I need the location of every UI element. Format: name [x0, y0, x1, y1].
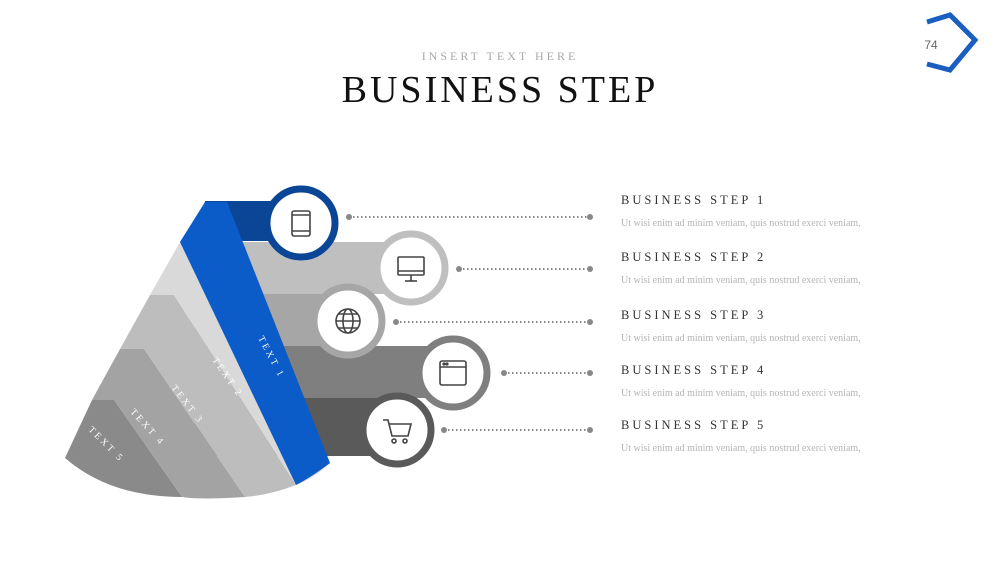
funnel-band-5 — [65, 400, 182, 497]
icon-circle-2 — [373, 230, 449, 306]
icon-circle-3 — [310, 283, 386, 359]
step-heading-1: BUSINESS STEP 1 — [621, 193, 767, 207]
step-heading-5: BUSINESS STEP 5 — [621, 418, 767, 432]
step-description-1: Ut wisi enim ad minim veniam, quis nostr… — [621, 218, 861, 229]
step-heading-3: BUSINESS STEP 3 — [621, 308, 767, 322]
globe-icon — [335, 308, 361, 334]
slide-subtitle: INSERT TEXT HERE — [421, 49, 579, 63]
funnel-band-3 — [120, 295, 296, 497]
step-heading-2: BUSINESS STEP 2 — [621, 250, 767, 264]
step-description-3: Ut wisi enim ad minim veniam, quis nostr… — [621, 333, 861, 344]
icon-circle-5 — [359, 392, 435, 468]
browser-window-icon — [439, 360, 467, 386]
shopping-cart-icon — [383, 419, 413, 444]
step-description-2: Ut wisi enim ad minim veniam, quis nostr… — [621, 275, 861, 286]
icon-circle-4 — [415, 335, 491, 411]
page-number: 74 — [924, 38, 938, 52]
funnel-band-1 — [180, 202, 330, 485]
step-description-4: Ut wisi enim ad minim veniam, quis nostr… — [621, 388, 861, 399]
monitor-icon — [397, 256, 425, 282]
step-description-5: Ut wisi enim ad minim veniam, quis nostr… — [621, 443, 861, 454]
page-number-diamond-icon — [926, 12, 979, 73]
tablet-icon — [291, 210, 311, 237]
step-heading-4: BUSINESS STEP 4 — [621, 363, 767, 377]
funnel-band-4 — [92, 349, 245, 499]
slide-title: BUSINESS STEP — [341, 69, 659, 111]
icon-circle-1 — [263, 185, 339, 261]
